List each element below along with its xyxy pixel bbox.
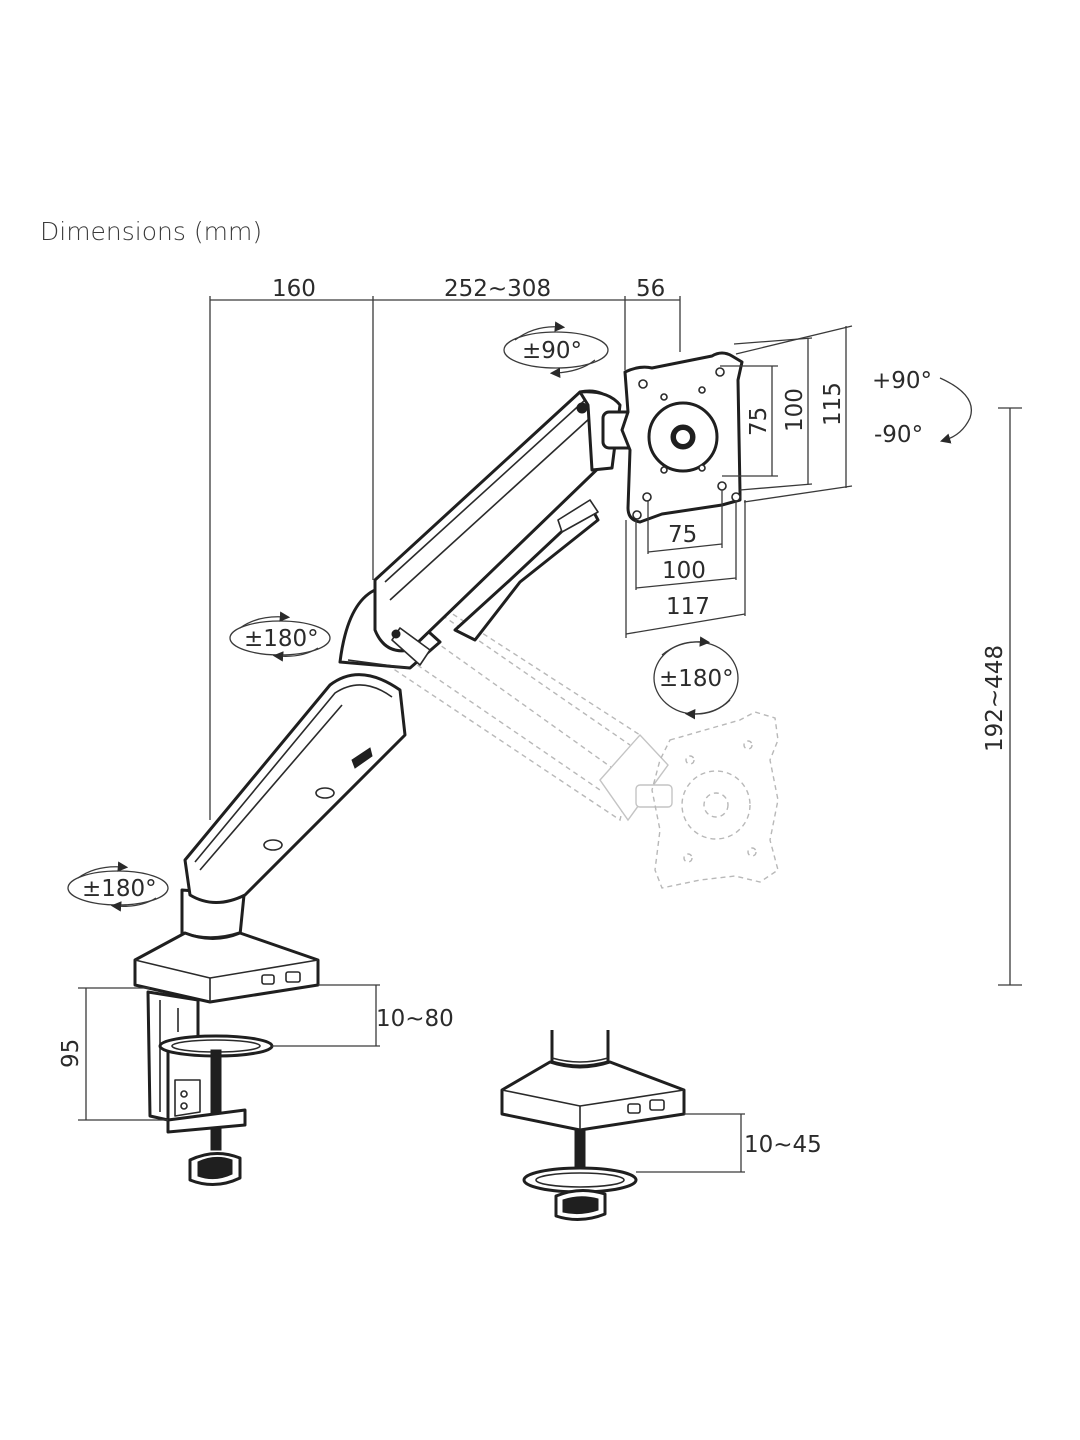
vesa-h-100-label: 100 xyxy=(662,558,706,584)
swivel-plate-rotation-icon xyxy=(653,636,739,720)
swivel-plate-label: ±180° xyxy=(659,666,734,692)
swivel-elbow-label: ±180° xyxy=(244,626,319,652)
swivel-base-rotation-icon xyxy=(67,861,169,912)
vesa-horizontal-dimension-lines xyxy=(625,490,746,638)
vesa-v-100-label: 100 xyxy=(782,388,808,432)
ghost-arm-lowered xyxy=(379,578,673,822)
vesa-h-75-label: 75 xyxy=(668,522,697,548)
rotate-plate-icon xyxy=(939,377,972,444)
top-dimension-lines xyxy=(209,296,681,820)
height-range-label: 192~448 xyxy=(982,645,1008,752)
tilt-plate-rotation-icon xyxy=(503,321,609,378)
dim-160-label: 160 xyxy=(272,276,316,302)
dim-252-308-label: 252~308 xyxy=(444,276,551,302)
vesa-h-117-label: 117 xyxy=(666,594,710,620)
dim-56-label: 56 xyxy=(636,276,665,302)
upper-arm xyxy=(373,389,637,666)
rotate-minus-label: -90° xyxy=(874,422,923,448)
clamp-height-label: 95 xyxy=(58,1039,84,1068)
clamp-range-label: 10~80 xyxy=(376,1006,454,1032)
swivel-base-label: ±180° xyxy=(82,876,157,902)
clamp-dimension-lines xyxy=(78,984,380,1121)
rotate-plus-label: +90° xyxy=(872,368,932,394)
vesa-plate xyxy=(620,351,744,524)
vesa-vertical-dimension-lines xyxy=(720,325,853,503)
height-dimension-line xyxy=(998,407,1022,986)
vesa-v-115-label: 115 xyxy=(820,382,846,426)
grommet-dimension-lines xyxy=(636,1113,745,1173)
grommet-base xyxy=(500,1030,686,1221)
ghost-vesa-plate xyxy=(651,711,779,889)
swivel-elbow-rotation-icon xyxy=(229,611,331,662)
clamp-base-left xyxy=(133,888,320,1186)
diagram-title: Dimensions (mm) xyxy=(40,217,262,246)
vesa-v-75-label: 75 xyxy=(746,407,772,436)
grommet-range-label: 10~45 xyxy=(744,1132,822,1158)
tilt-plate-label: ±90° xyxy=(522,338,582,364)
